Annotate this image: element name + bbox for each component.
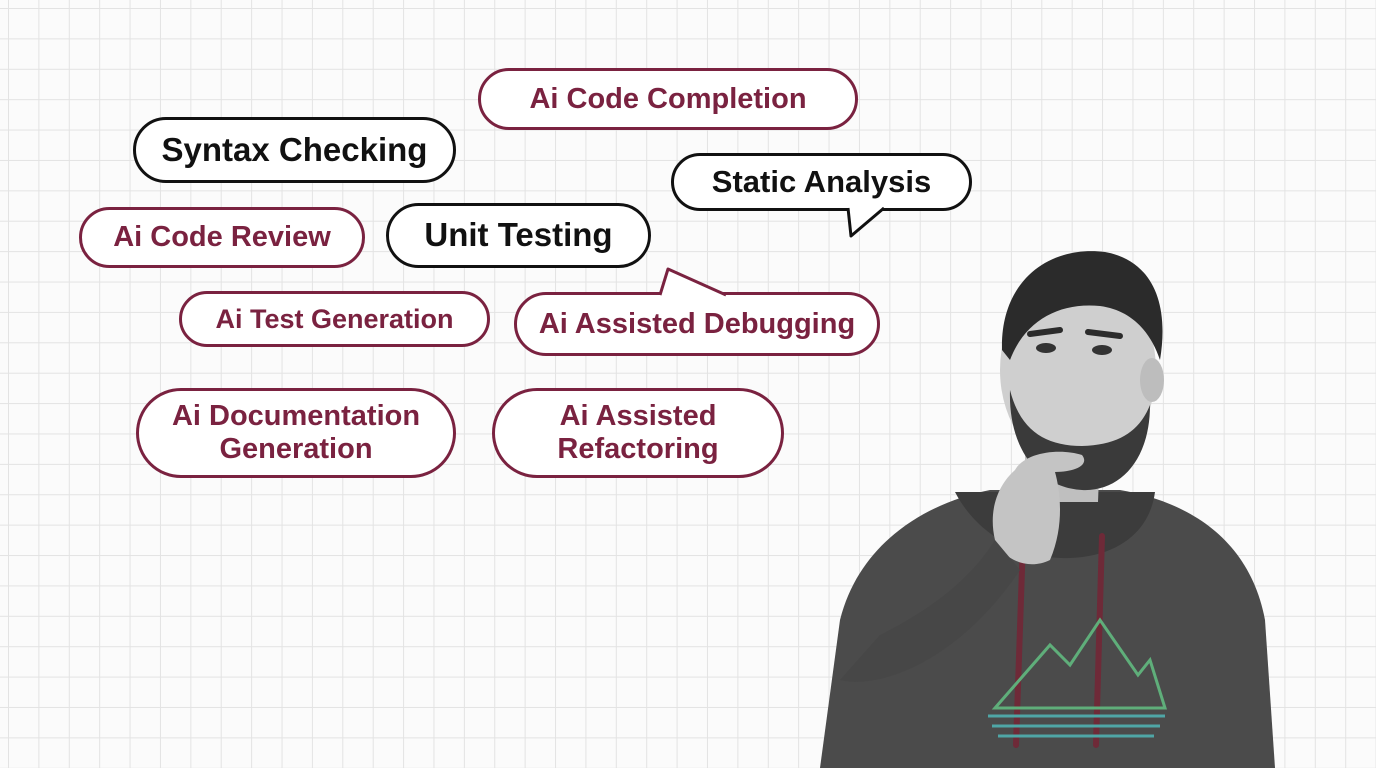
bubble-ai-documentation-generation-line2: Generation (219, 433, 373, 465)
bubble-ai-code-review-label: Ai Code Review (113, 221, 331, 254)
bubble-ai-documentation-generation-line1: Ai Documentation (171, 399, 421, 432)
bubble-static-analysis-label: Static Analysis (711, 163, 932, 199)
bubble-static-analysis: Static Analysis (671, 153, 972, 211)
bubble-ai-test-generation-label: Ai Test Generation (215, 303, 454, 334)
bubble-ai-assisted-refactoring-line2: Refactoring (557, 433, 719, 465)
bubble-ai-assisted-debugging-label: Ai Assisted Debugging (538, 307, 856, 340)
thinking-man-illustration (820, 251, 1275, 768)
mountain-graphic (988, 617, 1168, 738)
bubble-ai-assisted-refactoring: Ai Assisted Refactoring (492, 388, 784, 478)
bubble-ai-assisted-debugging-tail (658, 267, 727, 297)
bubble-syntax-checking-label: Syntax Checking (161, 130, 428, 168)
bubble-ai-assisted-refactoring-line1: Ai Assisted (559, 399, 717, 432)
bubble-ai-test-generation: Ai Test Generation (179, 291, 490, 347)
bubble-ai-documentation-generation: Ai Documentation Generation (136, 388, 456, 478)
bubble-static-analysis-tail (846, 206, 885, 238)
bubble-ai-code-completion-label: Ai Code Completion (529, 82, 807, 115)
bubble-unit-testing-label: Unit Testing (424, 216, 613, 254)
bubble-ai-code-review: Ai Code Review (79, 207, 365, 268)
bubble-syntax-checking: Syntax Checking (133, 117, 456, 183)
bubble-unit-testing: Unit Testing (386, 203, 651, 268)
bubble-ai-assisted-debugging: Ai Assisted Debugging (514, 292, 880, 356)
bubble-ai-code-completion: Ai Code Completion (478, 68, 858, 130)
